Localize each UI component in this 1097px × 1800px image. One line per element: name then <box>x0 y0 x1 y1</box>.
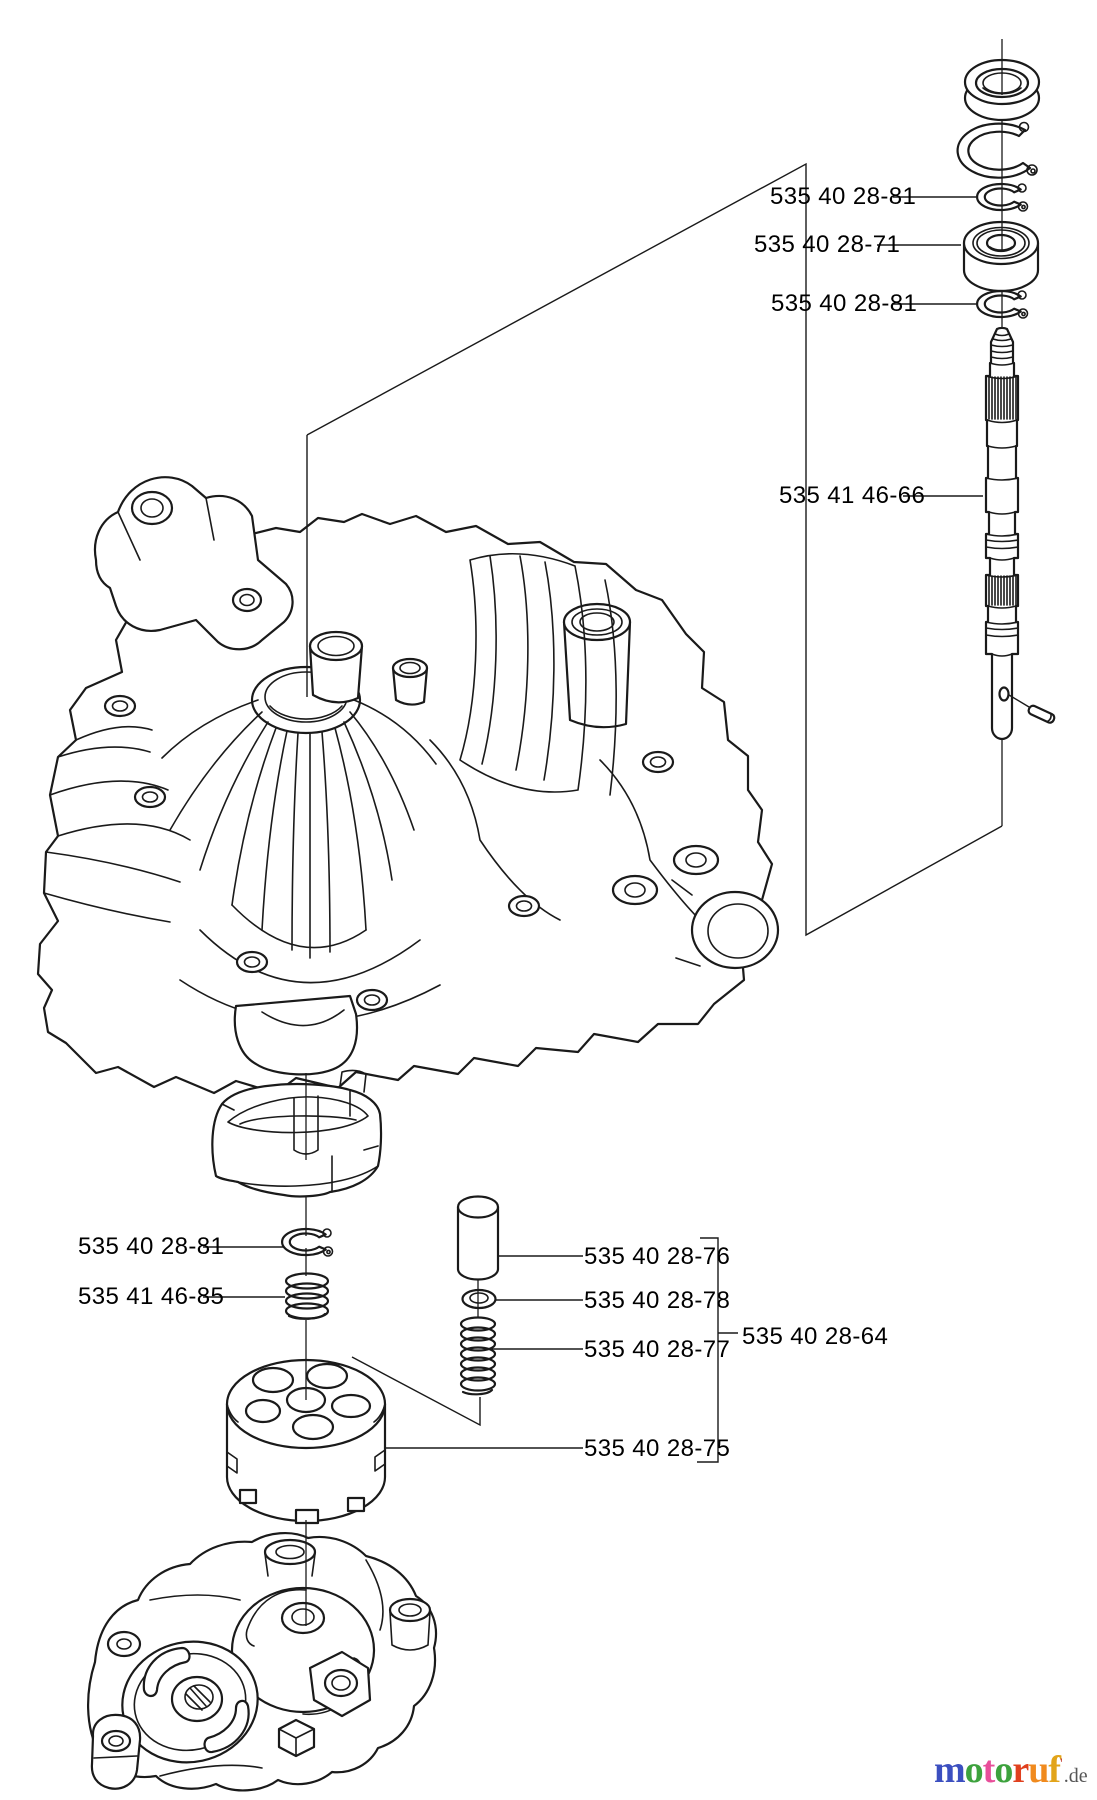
bolt-bosses <box>103 694 675 1012</box>
logo-letter: f <box>1048 1749 1061 1791</box>
ball-bearing-drawing <box>962 220 1040 293</box>
leader-lines <box>203 162 1030 1449</box>
logo-letter: o <box>994 1749 1013 1791</box>
motoruf-logo: m o t o r u f ' .de <box>934 1750 1088 1790</box>
filler-neck <box>562 602 632 729</box>
valve-spring-drawing <box>459 1316 497 1396</box>
washer-drawing <box>461 1288 497 1310</box>
part-label-left-circlip: 535 40 28-81 <box>78 1233 225 1260</box>
cradle-drawing <box>211 1069 383 1198</box>
part-label-left-spring: 535 41 46-85 <box>78 1283 225 1310</box>
part-label-cylinder-block: 535 40 28-75 <box>584 1435 731 1462</box>
piston-drawing <box>456 1195 500 1281</box>
part-label-washer: 535 40 28-78 <box>584 1287 731 1314</box>
axle-tube <box>671 879 780 970</box>
roll-pin-drawing <box>1027 704 1056 724</box>
part-label-valve-assembly: 535 40 28-64 <box>742 1323 889 1350</box>
logo-letter: u <box>1028 1749 1049 1791</box>
logo-letter: t <box>982 1749 996 1791</box>
part-label-top-circlip: 535 40 28-81 <box>770 183 917 210</box>
pump-housing-drawing <box>87 1532 438 1792</box>
logo-letter: r <box>1012 1749 1029 1791</box>
left-spring-drawing <box>284 1272 330 1320</box>
axis-lines <box>305 39 1003 1626</box>
logo-letter: o <box>964 1749 984 1791</box>
callout-bracket <box>697 1237 738 1463</box>
input-shaft-drawing <box>984 326 1020 741</box>
part-label-mid-circlip: 535 40 28-81 <box>771 290 918 317</box>
pump-cylinder-block-drawing <box>225 1358 387 1525</box>
part-label-input-shaft: 535 41 46-66 <box>779 482 926 509</box>
bolt-tube-boss <box>308 630 364 704</box>
logo-letter: m <box>934 1749 966 1791</box>
logo-tick: ' <box>1059 1756 1063 1772</box>
small-boss-tube <box>391 657 429 706</box>
circlip-drawing-left <box>280 1227 334 1258</box>
snap-ring-drawing <box>956 121 1038 179</box>
upper-housing-drawing <box>36 476 780 1095</box>
logo-suffix: .de <box>1063 1765 1088 1787</box>
part-label-valve-spring: 535 40 28-77 <box>584 1336 731 1363</box>
part-label-ball-bearing: 535 40 28-71 <box>754 231 901 258</box>
part-label-piston: 535 40 28-76 <box>584 1243 731 1270</box>
